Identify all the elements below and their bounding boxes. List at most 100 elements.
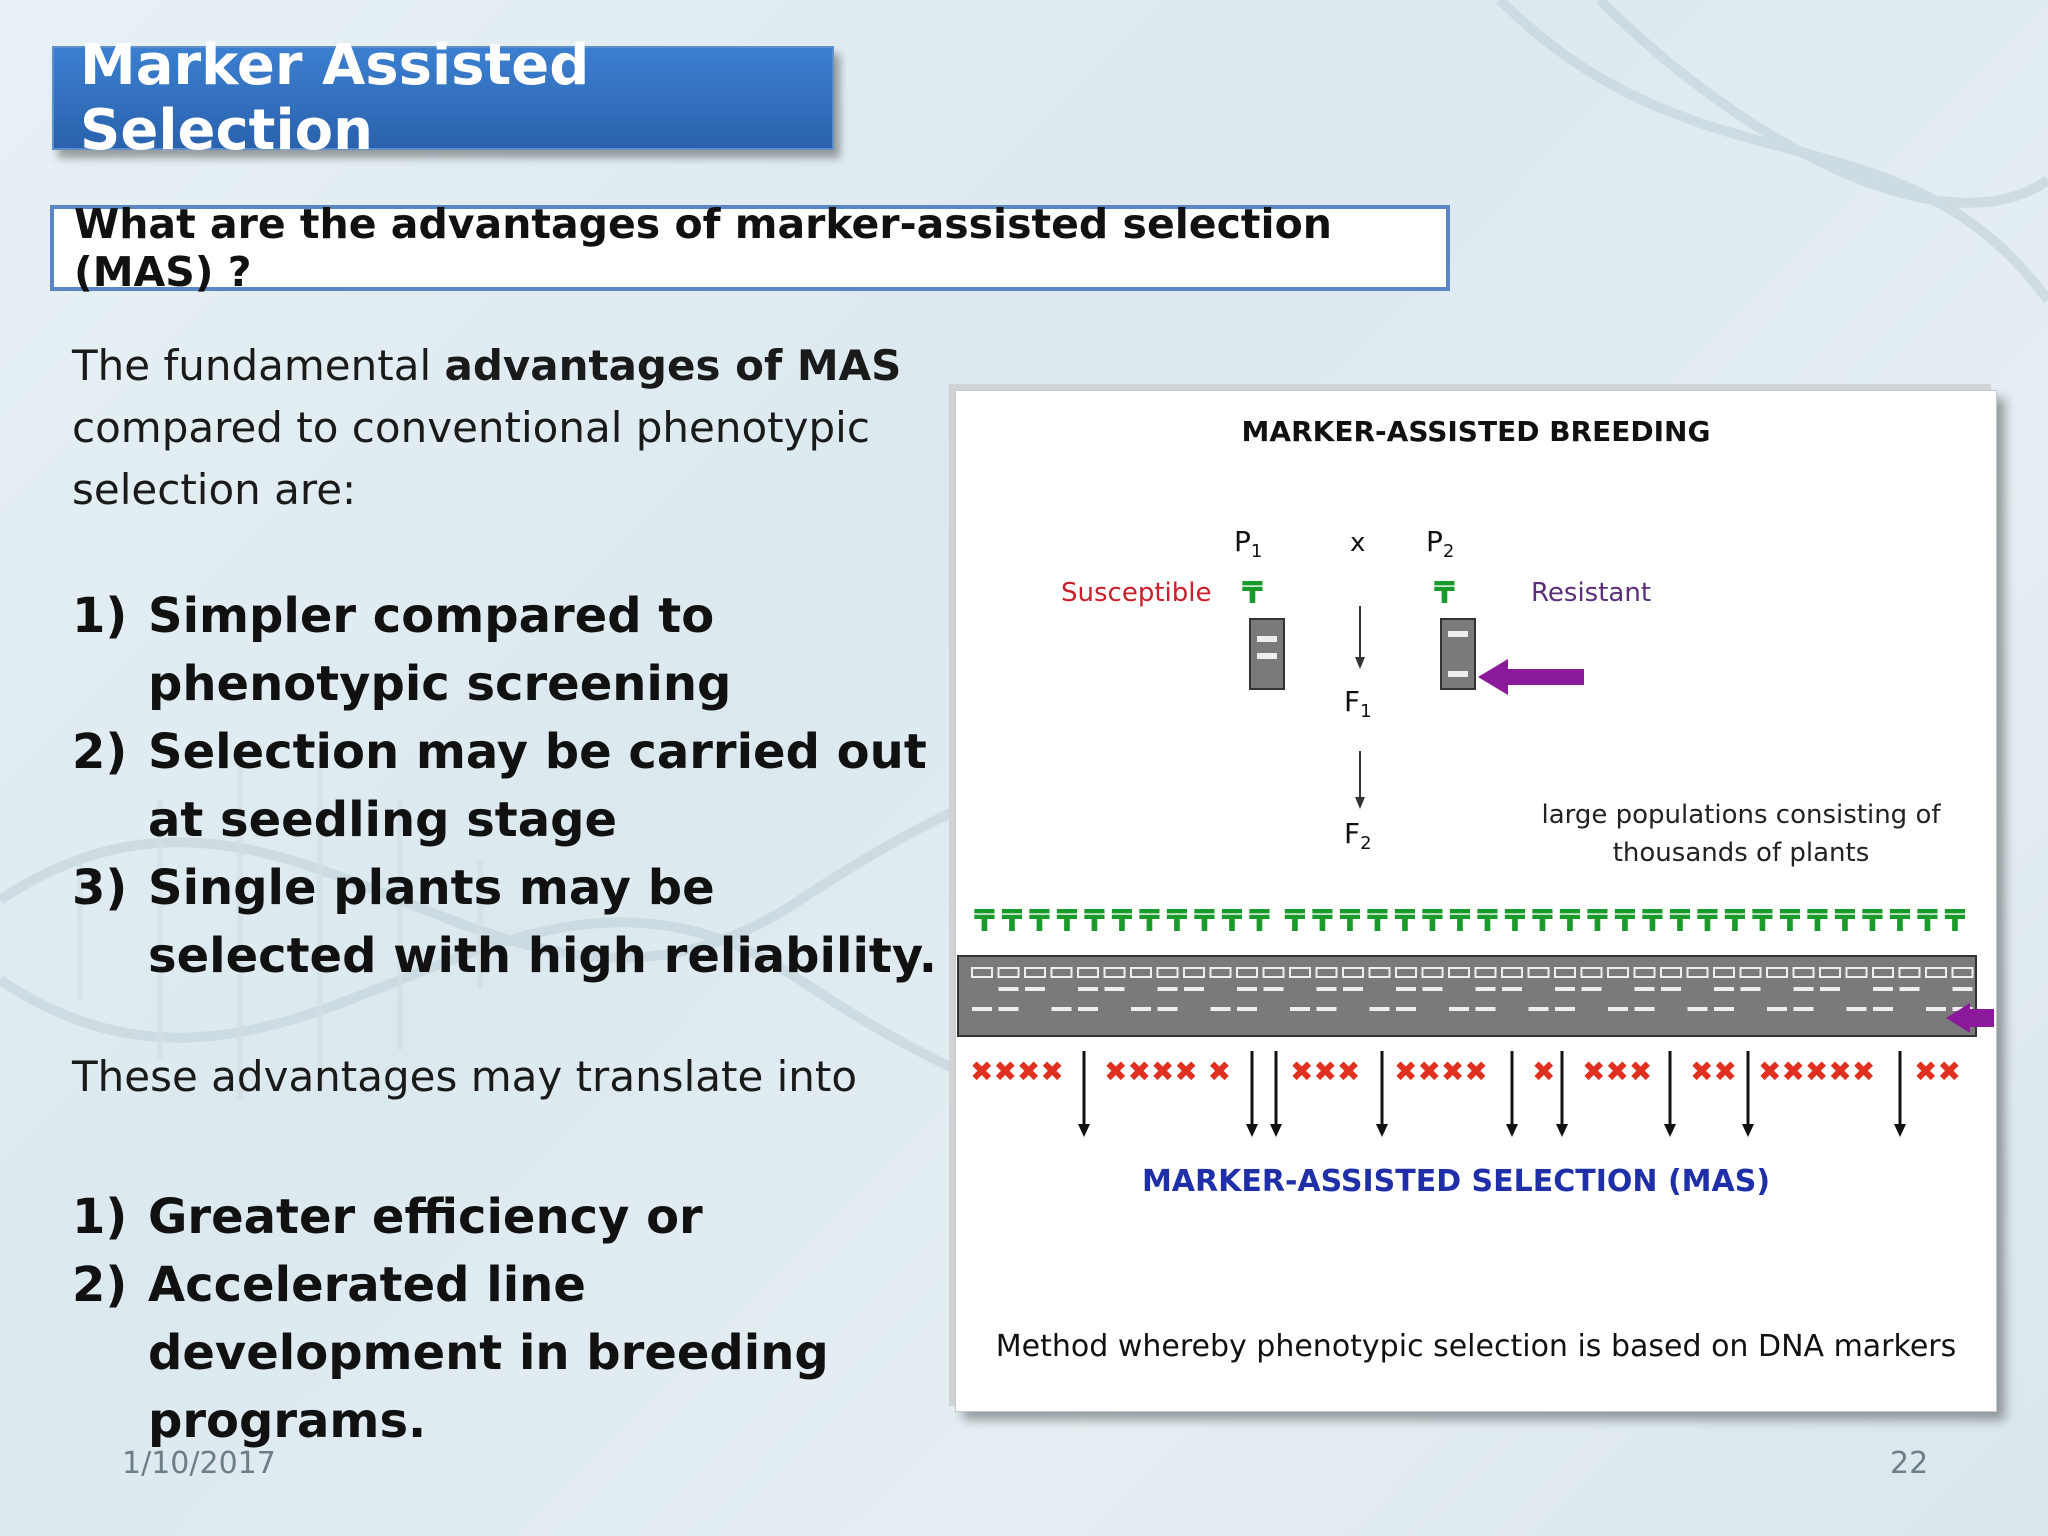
gel-band xyxy=(1739,967,1762,978)
list-number: 3) xyxy=(72,860,128,916)
plant-icon: ₸ xyxy=(1422,904,1443,939)
plant-icon: ₸ xyxy=(1835,904,1856,939)
population-line2: thousands of plants xyxy=(1613,838,1870,868)
rejected-mark: ✖✖✖✖ ✖ xyxy=(1104,1055,1231,1088)
plant-row: ₸₸₸₸₸₸₸₸₸₸₸₸₸₸₸₸₸₸₸₸₸₸₸₸₸₸₸₸₸₸₸₸₸₸₸₸ xyxy=(974,904,1966,939)
gel-band xyxy=(1104,987,1125,991)
gel-band xyxy=(1686,967,1709,978)
gel-band xyxy=(1846,1007,1867,1011)
parent1-label: P1 xyxy=(1234,525,1262,562)
population-line1: large populations consisting of xyxy=(1541,800,1941,830)
rejected-marks: ✖✖✖✖✖✖✖✖ ✖✖✖✖✖✖✖✖✖✖✖✖✖✖✖✖✖✖✖✖✖ xyxy=(970,1055,1961,1088)
intro-suffix: compared to conventional phenotypic sele… xyxy=(72,403,870,514)
gel-band xyxy=(1713,967,1735,978)
gel-band xyxy=(1395,967,1417,978)
gel-band xyxy=(1502,987,1522,991)
marker-arrow-icon xyxy=(1478,659,1584,695)
gel-band xyxy=(1819,967,1841,978)
slide-date: 1/10/2017 xyxy=(122,1446,276,1481)
plant-icon: ₸ xyxy=(1084,904,1105,939)
gel-band xyxy=(1527,967,1550,978)
gel-band xyxy=(1474,967,1497,978)
selection-arrow-icon xyxy=(1664,1124,1676,1137)
selection-arrow-icon xyxy=(1246,1124,1258,1137)
plant-icon: ₸ xyxy=(1532,904,1553,939)
arrow-down-icon xyxy=(1355,797,1365,809)
plant-icon: ₸ xyxy=(1615,904,1636,939)
f2-label: F2 xyxy=(1344,817,1372,854)
gel-band xyxy=(1025,987,1045,991)
gel-band xyxy=(1793,987,1814,991)
selection-arrow-icon xyxy=(1742,1124,1754,1137)
gel-band xyxy=(998,1007,1019,1011)
list-number: 2) xyxy=(72,724,128,780)
plant-icon: ₸ xyxy=(1945,904,1966,939)
gel-band xyxy=(1952,987,1973,991)
gel-band xyxy=(1792,967,1815,978)
f1-label: F1 xyxy=(1344,685,1372,722)
gel-band xyxy=(1369,1007,1390,1011)
gel-band xyxy=(1209,967,1232,978)
diagram-caption: Method whereby phenotypic selection is b… xyxy=(996,1329,1956,1364)
gel-band xyxy=(1184,987,1204,991)
gel-band xyxy=(971,967,993,978)
gel-band xyxy=(1820,987,1840,991)
gel-band xyxy=(1554,967,1576,978)
gel-band xyxy=(1156,967,1179,978)
mas-label: MARKER-ASSISTED SELECTION (MAS) xyxy=(1142,1164,1770,1199)
gel-band xyxy=(1555,987,1575,991)
gel-lane-p2 xyxy=(1440,618,1476,690)
gel-band xyxy=(1131,1007,1151,1011)
gel-band xyxy=(1316,987,1337,991)
resistant-label: Resistant xyxy=(1531,578,1651,608)
gel-band xyxy=(1078,987,1098,991)
gel-band xyxy=(1262,967,1285,978)
susceptible-label: Susceptible xyxy=(1061,578,1211,608)
gel-band xyxy=(1051,1007,1072,1011)
plant-icon: ₸ xyxy=(1002,904,1023,939)
gel-band xyxy=(1448,967,1470,978)
list-number: 1) xyxy=(72,1189,128,1245)
intro-bold: advantages of MAS xyxy=(444,341,902,390)
plant-icon: ₸ xyxy=(1367,904,1388,939)
gel-band xyxy=(1237,1007,1257,1011)
list-item: 2)Accelerated line development in breedi… xyxy=(72,1251,952,1455)
gel-band xyxy=(1872,967,1894,978)
gel-band xyxy=(1634,1007,1655,1011)
plant-icon: ₸ xyxy=(1780,904,1801,939)
list-text: Selection may be carried out at seedling… xyxy=(148,724,927,848)
plant-icon: ₸ xyxy=(1222,904,1243,939)
plant-icon: ₸ xyxy=(1807,904,1828,939)
gel-band xyxy=(1315,967,1338,978)
gel-band xyxy=(1130,967,1152,978)
gel-band xyxy=(1633,967,1656,978)
plant-icon: ₸ xyxy=(1434,576,1455,611)
list-item: 1) Greater efficiency or xyxy=(72,1183,952,1251)
rejected-mark: ✖✖ xyxy=(1690,1055,1737,1088)
gel-band xyxy=(998,987,1019,991)
gel-band xyxy=(1555,1007,1575,1011)
gel-band xyxy=(1528,1007,1549,1011)
plant-icon: ₸ xyxy=(1029,904,1050,939)
gel-band xyxy=(1342,967,1364,978)
gel-band xyxy=(1634,987,1655,991)
gel-band xyxy=(1449,1007,1469,1011)
gel-band xyxy=(1343,987,1363,991)
plant-icon: ₸ xyxy=(1642,904,1663,939)
gel-band xyxy=(1687,1007,1708,1011)
mas-diagram: MARKER-ASSISTED BREEDING P1 x P2 Suscept… xyxy=(955,390,1997,1412)
plant-icon: ₸ xyxy=(1752,904,1773,939)
gel-band xyxy=(1316,1007,1337,1011)
plant-icon: ₸ xyxy=(1139,904,1160,939)
gel-band xyxy=(1422,987,1443,991)
plant-icon: ₸ xyxy=(1112,904,1133,939)
gel-band xyxy=(1925,967,1947,978)
plant-icon: ₸ xyxy=(1477,904,1498,939)
rejected-mark: ✖✖✖✖ xyxy=(1394,1055,1488,1088)
plant-icon: ₸ xyxy=(1697,904,1718,939)
outcomes-list: 1) Greater efficiency or 2)Accelerated l… xyxy=(72,1183,952,1455)
gel-band xyxy=(1237,987,1257,991)
selection-arrow-icon xyxy=(1506,1124,1518,1137)
plant-icon: ₸ xyxy=(1917,904,1938,939)
list-text: Single plants may be selected with high … xyxy=(148,860,937,984)
